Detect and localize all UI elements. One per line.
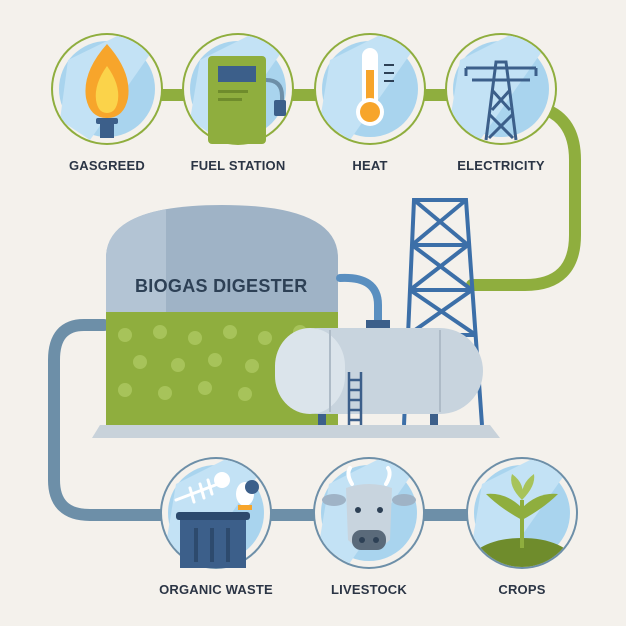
organic-waste-bin-icon (174, 472, 259, 568)
pipe-valve (366, 320, 390, 328)
label-heat: HEAT (352, 158, 388, 173)
thermometer-icon (356, 48, 394, 126)
plant-sprout-icon (486, 474, 558, 548)
torch-flame-icon (85, 44, 129, 138)
storage-tank (275, 328, 483, 425)
gas-pipe (336, 273, 382, 324)
fuel-station-node (182, 33, 294, 145)
label-livestock: LIVESTOCK (331, 582, 407, 597)
digester-title: BIOGAS DIGESTER (135, 276, 308, 296)
heat-node (314, 33, 426, 145)
cow-icon (322, 466, 416, 550)
livestock-node (313, 457, 425, 569)
label-fuel-station: FUEL STATION (190, 158, 286, 173)
tank-ladder (347, 372, 363, 428)
crops-node (466, 457, 578, 569)
organic-waste-node (160, 457, 272, 569)
electricity-node (445, 33, 557, 145)
fuel-pump-icon (208, 56, 286, 144)
label-electricity: ELECTRICITY (457, 158, 545, 173)
blue-pipe (48, 319, 476, 521)
green-pipe (154, 89, 581, 291)
gas-torch-node (51, 33, 163, 145)
label-crops: CROPS (498, 582, 546, 597)
label-gasgreed: GASGREED (68, 158, 145, 173)
label-organic-waste: ORGANIC WASTE (159, 582, 273, 597)
ground-base (92, 425, 500, 438)
power-pylon-icon (464, 60, 538, 141)
